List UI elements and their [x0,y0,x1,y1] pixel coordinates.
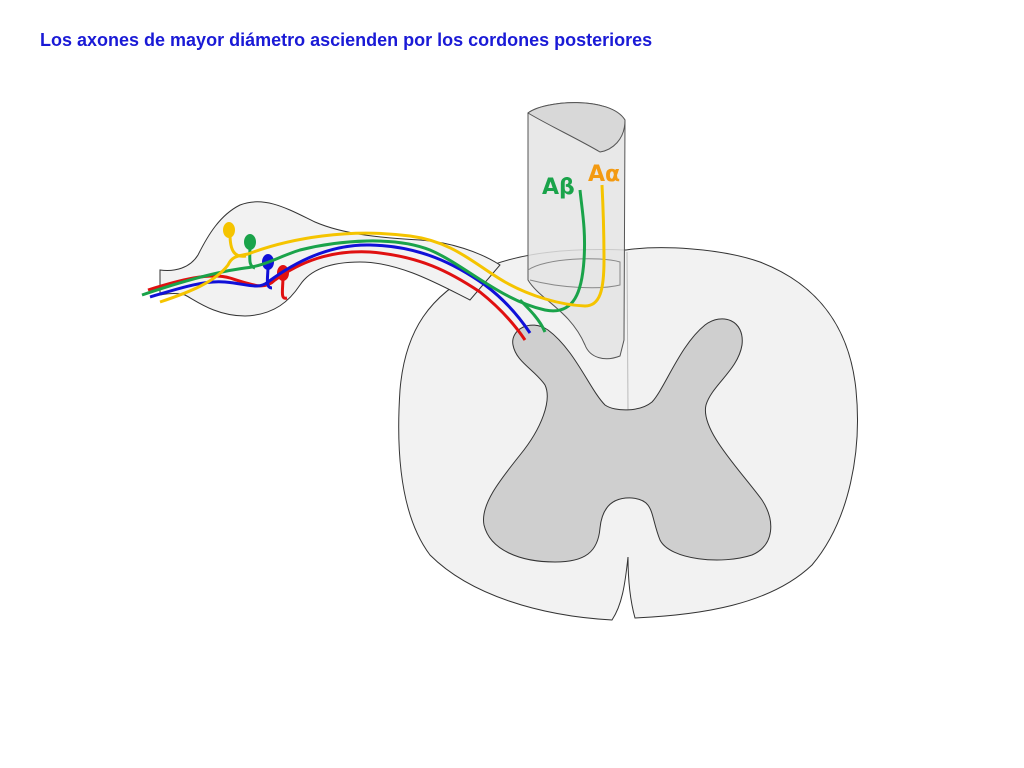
a-alpha-fiber [159,184,606,308]
a-beta-collateral [518,298,547,333]
dorsal-median-septum [626,251,629,411]
posterior-column-section [527,258,621,289]
red-fiber [147,250,527,341]
spinal-cord-gray-matter [482,318,772,563]
green-soma [244,234,256,250]
posterior-column-top [527,102,626,153]
slide-title: Los axones de mayor diámetro ascienden p… [40,30,653,50]
blue-fiber [149,243,532,334]
a-beta-label: Aβ [542,175,575,200]
dorsal-root-ganglion [159,201,501,317]
a-alpha-label: Aα [588,162,620,187]
yellow-soma [223,222,235,238]
a-beta-fiber [141,189,587,313]
